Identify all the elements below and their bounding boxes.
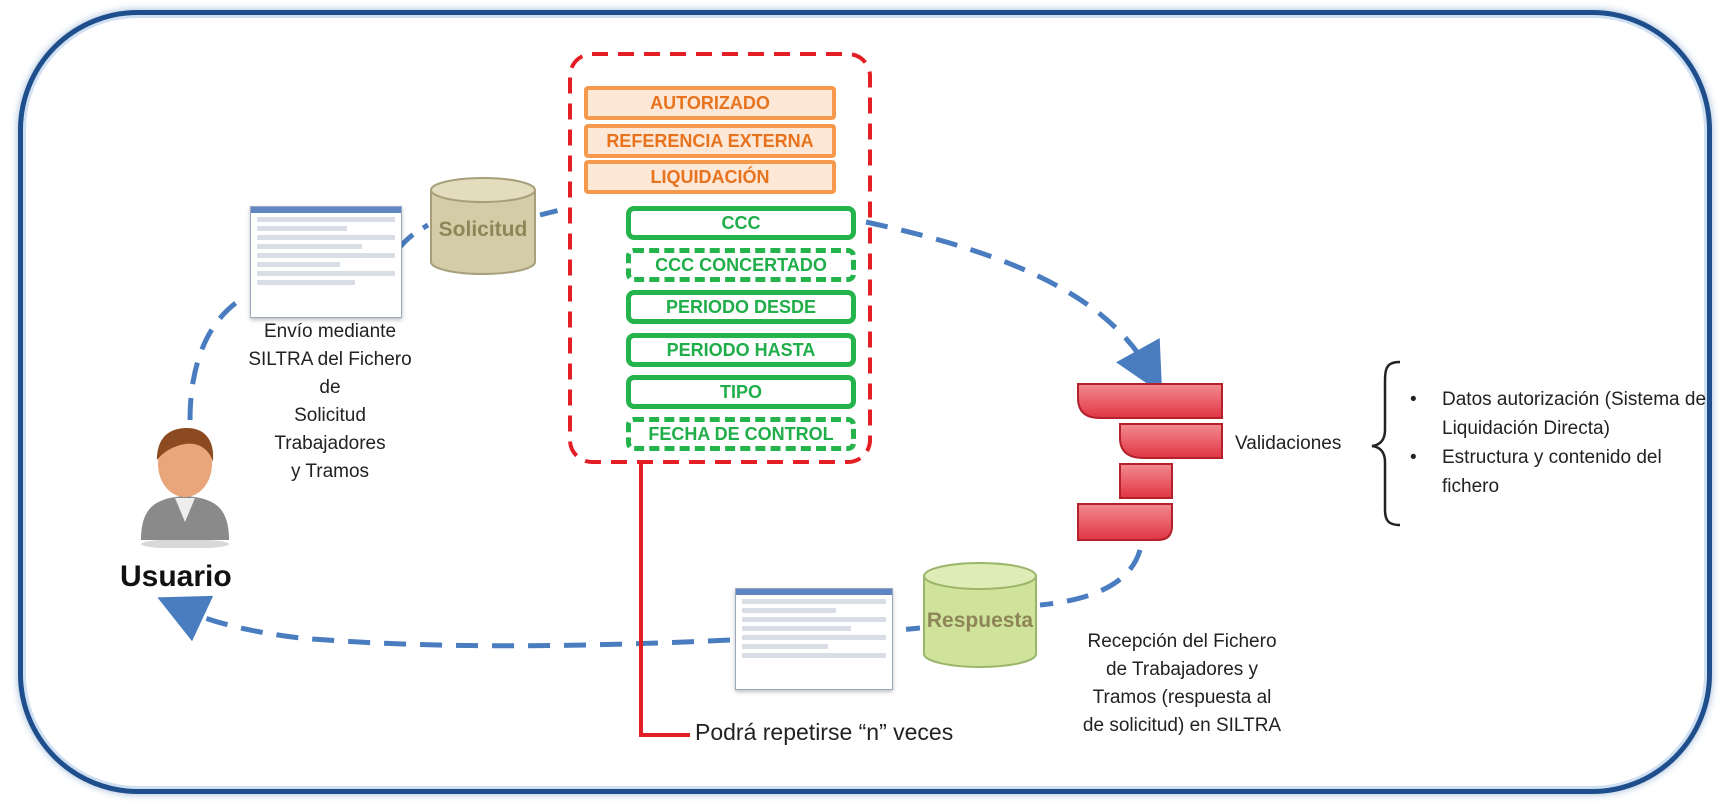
receive-label-line: Tramos (respuesta al (1092, 687, 1272, 708)
validation-item: Estructura y contenido del fichero (1400, 443, 1710, 501)
send-label-line: SILTRA del Fichero de (248, 349, 412, 398)
siltra-request-screenshot (250, 206, 402, 318)
field-ccc-concertado: CCC CONCERTADO (626, 248, 856, 282)
arrow-respuesta-to-screenshot (899, 625, 921, 633)
repeat-connector-line (639, 462, 690, 737)
arrow-user-to-screenshot (187, 297, 242, 421)
repeat-note: Podrá repetirse “n” veces (695, 719, 954, 745)
respuesta-label: Respuesta (926, 609, 1034, 632)
send-label-line: y Tramos (290, 461, 370, 482)
validation-item: Datos autorización (Sistema de Liquidaci… (1400, 385, 1710, 443)
arrow-screenshot-to-solicitud (398, 222, 430, 249)
field-periodo-hasta: PERIODO HASTA (626, 333, 856, 367)
receive-label-line: de Trabajadores y (1105, 659, 1259, 680)
respuesta-cylinder-icon (923, 562, 1037, 668)
field-ccc: CCC (626, 206, 856, 240)
solicitud-label: Solicitud (438, 218, 528, 241)
user-avatar-icon (141, 428, 229, 548)
user-label: Usuario (120, 560, 232, 593)
validator-icon (1077, 383, 1223, 541)
receive-label-line: de solicitud) en SILTRA (1082, 715, 1282, 736)
validations-list: Datos autorización (Sistema de Liquidaci… (1400, 385, 1710, 501)
siltra-response-screenshot (735, 588, 893, 690)
repeat-group-box (568, 52, 872, 464)
arrow-validator-to-respuesta (1039, 549, 1143, 608)
validations-label: Validaciones (1235, 433, 1342, 454)
field-tipo: TIPO (626, 375, 856, 409)
validations-brace (1371, 360, 1401, 527)
field-fecha-de-control: FECHA DE CONTROL (626, 417, 856, 451)
arrow-screenshot-to-user (157, 595, 731, 649)
send-label-line: Solicitud (294, 405, 366, 426)
field-liquidacion: LIQUIDACIÓN (584, 160, 836, 194)
receive-label-line: Recepción del Fichero (1087, 631, 1277, 652)
send-label-line: Envío mediante (263, 321, 397, 342)
send-label-line: Trabajadores (274, 433, 386, 454)
send-file-label: Envío mediante SILTRA del Fichero de Sol… (240, 318, 420, 486)
arrow-solicitud-to-fields (539, 205, 569, 218)
receive-file-label: Recepción del Fichero de Trabajadores y … (1062, 628, 1302, 740)
field-periodo-desde: PERIODO DESDE (626, 290, 856, 324)
solicitud-cylinder-icon (430, 177, 536, 275)
field-autorizado: AUTORIZADO (584, 86, 836, 120)
field-referencia-externa: REFERENCIA EXTERNA (584, 124, 836, 158)
arrow-fields-to-validator (865, 219, 1163, 394)
